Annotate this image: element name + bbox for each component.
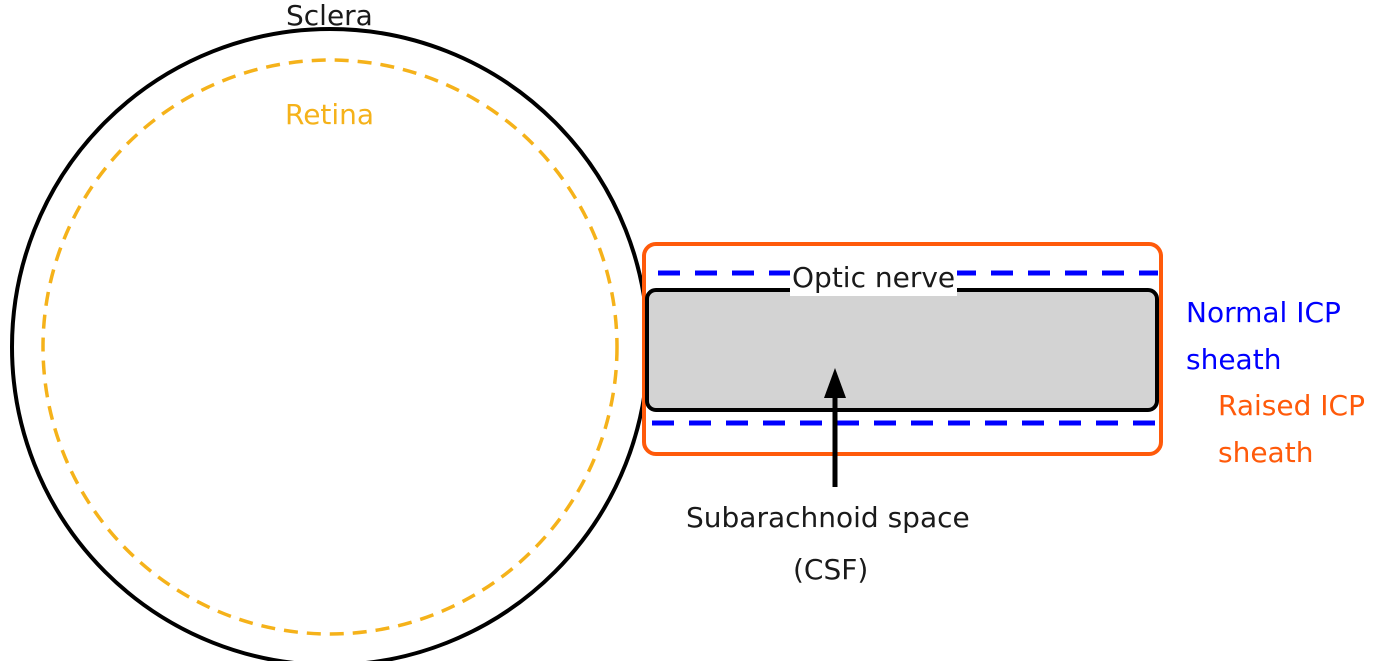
subarachnoid-label-line1: Subarachnoid space: [686, 501, 970, 534]
retina-circle: [41, 58, 619, 636]
optic-nerve-body: [645, 288, 1159, 412]
arrow-head: [824, 368, 846, 398]
normal-icp-label-line1: Normal ICP: [1186, 296, 1341, 329]
raised-icp-label-line2: sheath: [1218, 436, 1314, 469]
subarachnoid-label-line2: (CSF): [793, 553, 869, 586]
raised-icp-sheath: [642, 242, 1163, 456]
sclera-label: Sclera: [286, 0, 373, 32]
raised-icp-label-line1: Raised ICP: [1218, 389, 1365, 422]
retina-label: Retina: [285, 98, 375, 131]
normal-icp-label-line2: sheath: [1186, 343, 1282, 376]
optic-nerve-label: Optic nerve: [790, 260, 958, 296]
